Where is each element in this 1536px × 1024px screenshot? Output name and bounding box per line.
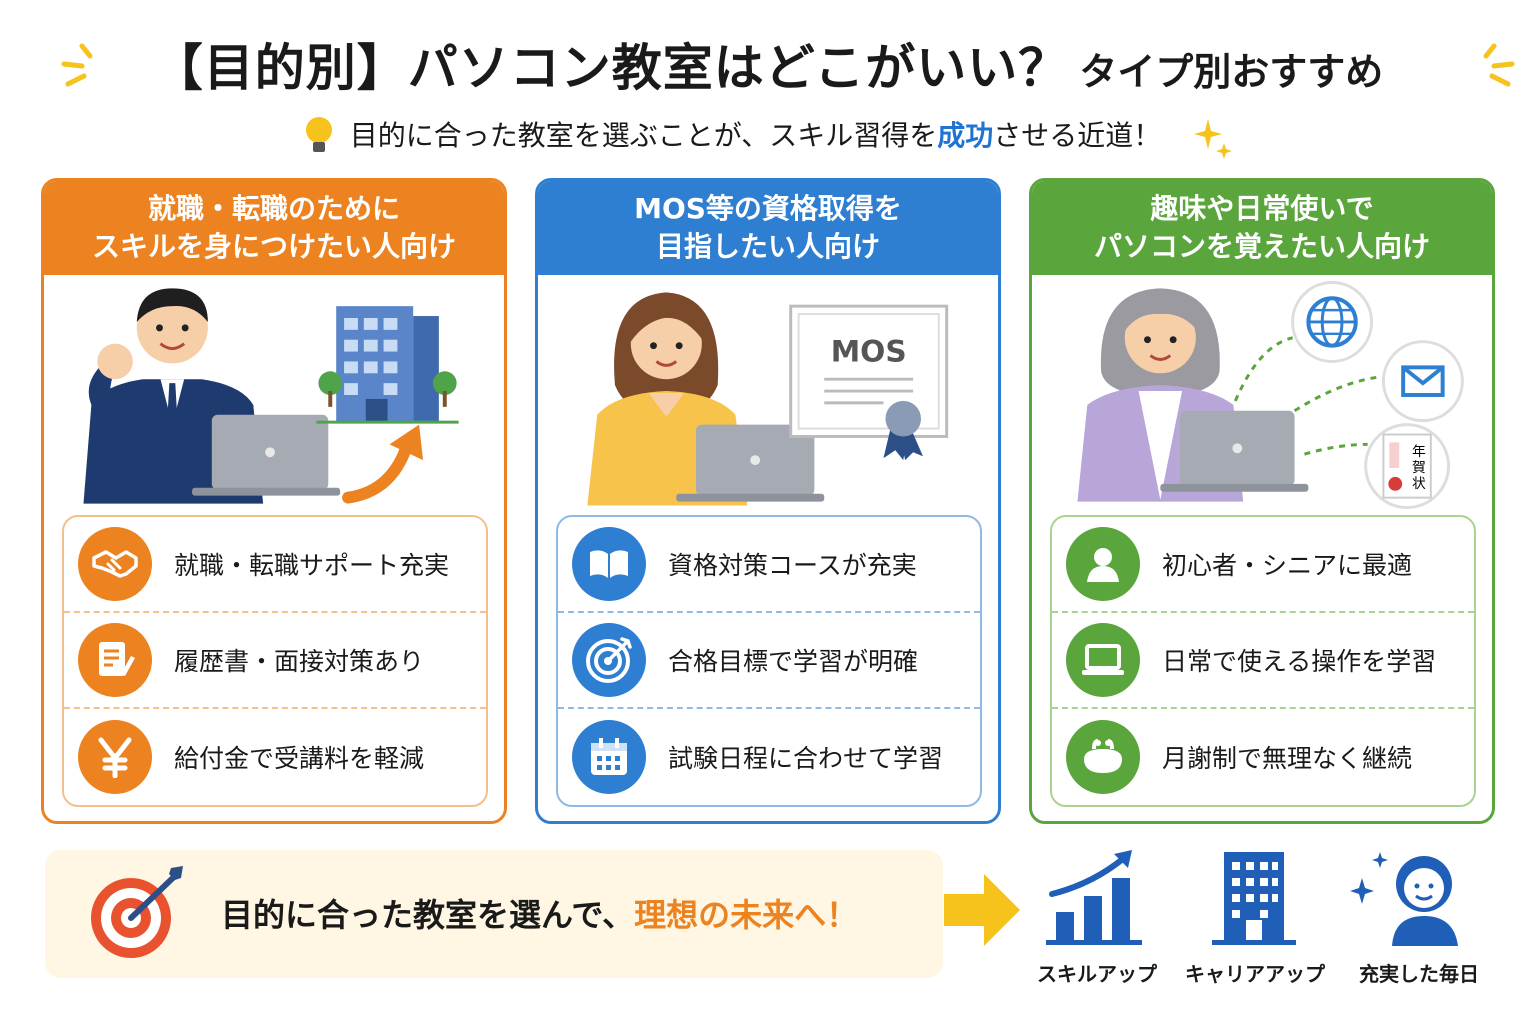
book-icon [572, 527, 646, 601]
feature-text: 就職・転職サポート充実 [174, 551, 450, 580]
card-hobby-heading-line2: パソコンを覚えたい人向け [1093, 230, 1430, 263]
office-building-icon [1212, 852, 1296, 945]
dart-target-icon [91, 866, 183, 958]
list-item: 履歴書・面接対策あり [64, 613, 486, 709]
new-year-card-char: 状 [1412, 476, 1426, 492]
card-certification-heading-line1: MOS等の資格取得を [634, 192, 902, 225]
card-certification-features: 資格対策コースが充実 合格目標で学習が明確 試験日程に合わせて学習 [556, 515, 982, 807]
laptop-icon [1066, 623, 1140, 697]
feature-text: 給付金で受講料を軽減 [174, 744, 425, 773]
target-icon [572, 623, 646, 697]
feature-text: 履歴書・面接対策あり [174, 647, 425, 676]
arrow-right-icon [944, 874, 1020, 946]
sparkle-left-icon [61, 43, 93, 87]
handshake-icon [78, 527, 152, 601]
subtitle-after: させる近道！ [993, 119, 1162, 152]
bottom-banner: 目的に合った教室を選んで、理想の未来へ！ [45, 850, 943, 978]
bottom-message: 目的に合った教室を選んで、理想の未来へ！ [221, 890, 858, 936]
feature-text: 初心者・シニアに最適 [1162, 551, 1413, 580]
page-title-sub: タイプ別おすすめ [1079, 50, 1384, 94]
feature-text: 合格目標で学習が明確 [668, 647, 919, 676]
feature-text: 試験日程に合わせて学習 [668, 744, 944, 773]
list-item: 合格目標で学習が明確 [558, 613, 980, 709]
card-hobby-heading-line1: 趣味や日常使いで [1150, 192, 1374, 225]
businessman-illustration [83, 288, 459, 504]
card-hobby-heading: 趣味や日常使いで パソコンを覚えたい人向け [1032, 181, 1492, 275]
card-certification-heading-line2: 目指したい人向け [655, 230, 880, 263]
list-item: 初心者・シニアに最適 [1052, 517, 1474, 613]
new-year-card-char: 年 [1412, 444, 1426, 460]
card-career: 就職・転職のために スキルを身につけたい人向け [41, 178, 507, 824]
list-item: 資格対策コースが充実 [558, 517, 980, 613]
card-certification: MOS等の資格取得を 目指したい人向け MOS 資格対策コースが充実 [535, 178, 1001, 824]
card-career-features: 就職・転職サポート充実 履歴書・面接対策あり 給付金で受講料を軽減 [62, 515, 488, 807]
senior-woman-illustration: 年 賀 状 [1077, 280, 1464, 510]
person-icon [1066, 527, 1140, 601]
subtitle: 目的に合った教室を選ぶことが、スキル習得を成功させる近道！ [0, 114, 1536, 159]
card-career-heading-line2: スキルを身につけたい人向け [91, 230, 456, 263]
subtitle-before: 目的に合った教室を選ぶことが、スキル習得を [349, 119, 938, 152]
sparkle-icon [1194, 119, 1233, 159]
lightbulb-icon [305, 117, 332, 152]
list-item: 試験日程に合わせて学習 [558, 709, 980, 805]
sparkle-right-icon [1483, 43, 1515, 87]
outcome-career-up-label: キャリアアップ [1185, 962, 1325, 986]
bottom-message-before: 目的に合った教室を選んで、 [221, 896, 635, 934]
card-hobby: 趣味や日常使いで パソコンを覚えたい人向け [1029, 178, 1495, 824]
card-hobby-features: 初心者・シニアに最適 日常で使える操作を学習 月謝制で無理なく継続 [1050, 515, 1476, 807]
outcome-skill-up-label: スキルアップ [1037, 962, 1157, 986]
list-item: 日常で使える操作を学習 [1052, 613, 1474, 709]
feature-text: 日常で使える操作を学習 [1162, 647, 1437, 676]
calendar-icon [572, 720, 646, 794]
page-title-main: 【目的別】パソコン教室はどこがいい？ [152, 39, 1070, 97]
coin-purse-icon [1066, 720, 1140, 794]
card-certification-heading: MOS等の資格取得を 目指したい人向け [538, 181, 998, 275]
bottom-message-highlight: 理想の未来へ！ [634, 896, 859, 934]
new-year-card-char: 賀 [1412, 460, 1426, 476]
card-career-heading-line1: 就職・転職のために [147, 192, 400, 225]
yen-icon [78, 720, 152, 794]
certificate-text: MOS [831, 334, 907, 368]
feature-text: 月謝制で無理なく継続 [1162, 744, 1413, 773]
resume-icon [78, 623, 152, 697]
list-item: 月謝制で無理なく継続 [1052, 709, 1474, 805]
list-item: 就職・転職サポート充実 [64, 517, 486, 613]
list-item: 給付金で受講料を軽減 [64, 709, 486, 805]
happy-person-icon [1350, 852, 1458, 946]
subtitle-highlight: 成功 [937, 119, 994, 152]
woman-studying-illustration: MOS [587, 292, 949, 506]
feature-text: 資格対策コースが充実 [668, 551, 917, 580]
card-career-heading: 就職・転職のために スキルを身につけたい人向け [44, 181, 504, 275]
outcome-fulfilling-days-label: 充実した毎日 [1359, 962, 1479, 986]
growth-chart-icon [1046, 850, 1142, 945]
page-title: 【目的別】パソコン教室はどこがいい？タイプ別おすすめ [0, 28, 1536, 100]
